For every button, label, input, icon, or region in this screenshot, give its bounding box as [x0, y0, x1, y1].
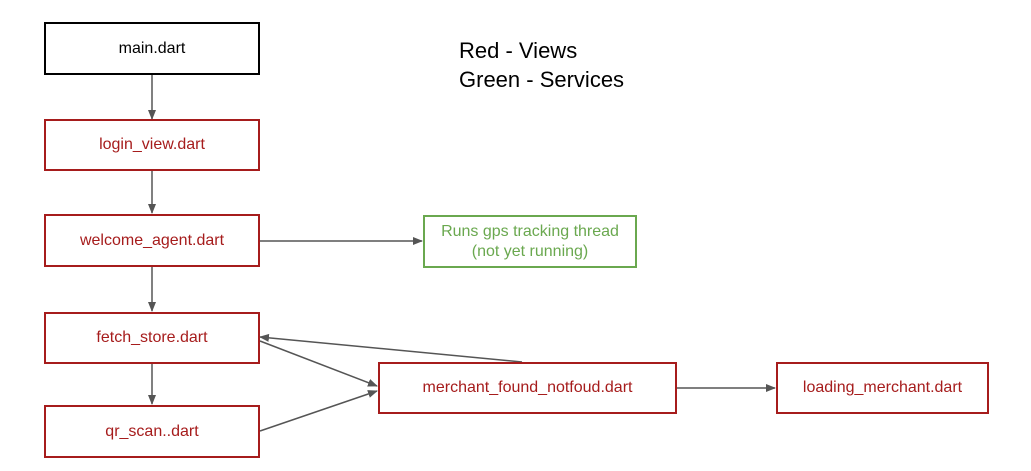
node-welcome-agent-dart: welcome_agent.dart	[44, 214, 260, 267]
edge-fetch-store-to-merchant-found	[259, 340, 378, 387]
legend-views: Red - Views	[459, 38, 578, 63]
node-merchant-found-notfoud-dart-label: merchant_found_notfoud.dart	[422, 379, 633, 396]
node-login-view-dart: login_view.dart	[44, 119, 260, 171]
node-main-dart-label: main.dart	[118, 39, 186, 57]
node-main-dart: main.dart	[44, 22, 260, 75]
color-legend: Red - Views Green - Services	[459, 36, 624, 94]
node-qr-scan-dart-label: qr_scan..dart	[105, 422, 199, 440]
edge-merchant-found-to-fetch-store	[259, 333, 523, 363]
node-loading-merchant-dart: loading_merchant.dart	[776, 362, 989, 414]
node-gps-tracking-service: Runs gps tracking thread (not yet runnin…	[423, 215, 637, 268]
node-gps-tracking-service-label: Runs gps tracking thread (not yet runnin…	[441, 222, 619, 260]
node-fetch-store-dart: fetch_store.dart	[44, 312, 260, 364]
node-merchant-found-notfoud-dart: merchant_found_notfoud.dart	[378, 362, 677, 414]
node-qr-scan-dart: qr_scan..dart	[44, 405, 260, 458]
node-login-view-dart-label: login_view.dart	[99, 136, 205, 153]
node-loading-merchant-dart-label: loading_merchant.dart	[802, 379, 963, 396]
node-welcome-agent-dart-label: welcome_agent.dart	[79, 231, 225, 249]
edge-qr-scan-to-merchant-found	[259, 390, 378, 432]
legend-services: Green - Services	[459, 67, 625, 92]
node-fetch-store-dart-label: fetch_store.dart	[96, 329, 208, 346]
